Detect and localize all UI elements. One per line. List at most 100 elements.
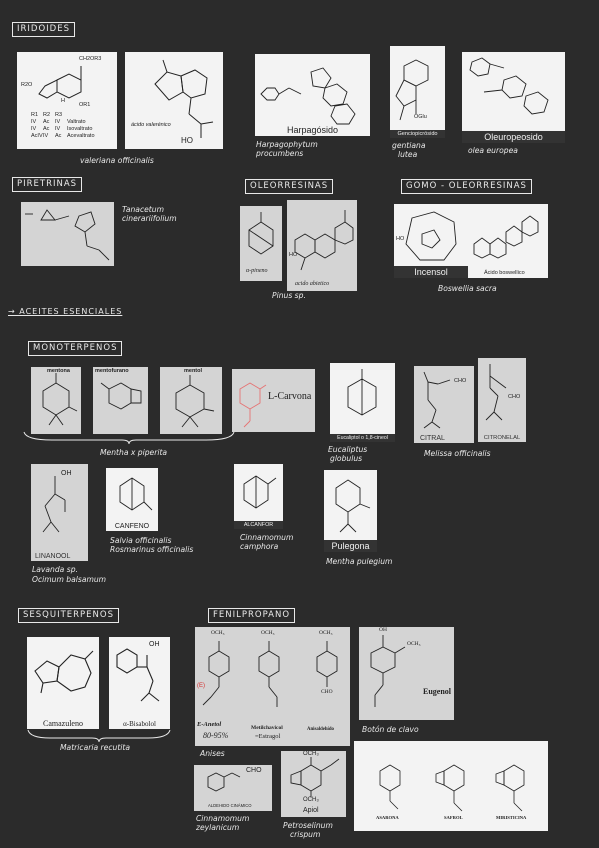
citral-cho-label: CHO — [454, 378, 467, 384]
header-monoterpenos: MONOTERPENOS — [28, 341, 123, 356]
alpha-pinene-drawing — [248, 212, 274, 255]
menthol-drawing — [175, 375, 215, 428]
caption-petroselinum-1: Petroselinum — [283, 821, 333, 830]
pulegone-card: Pulegona — [324, 470, 377, 552]
caption-cinn-zeylanicum-1: Cinnamomum — [196, 814, 250, 823]
abietic-acid-drawing — [294, 210, 354, 271]
camphene-name: CANFENO — [114, 523, 150, 530]
menthone-card: mentona — [31, 367, 81, 434]
valtrato-table-cell: Ac — [43, 119, 50, 125]
estragole-name: =Estragol — [255, 733, 281, 740]
eugenol-name: Eugenol — [423, 687, 452, 696]
valtrato-table-cell: Valtrato — [67, 119, 86, 125]
menthol-name: mentol — [184, 368, 203, 374]
oleuropein-name: Oleuropeosido — [462, 131, 565, 143]
bisabolol-name: α-Bisabolol — [123, 720, 156, 728]
oleuropein-drawing — [469, 57, 549, 115]
incensol-drawing — [405, 211, 457, 261]
eucalyptol-drawing — [347, 369, 377, 416]
ho-label: HO — [181, 136, 193, 145]
caption-boswellia: Boswellia sacra — [438, 284, 497, 293]
caption-pulegium: Mentha pulegium — [326, 557, 393, 566]
pyrethrin-drawing — [25, 209, 110, 261]
valtrato-table-cell: IV — [31, 119, 37, 125]
abietic-acid-card: HO acido abietico — [287, 200, 357, 291]
incensol-card: HO Incensol — [394, 204, 468, 278]
apiole-och3-bottom: OCH₃ — [303, 797, 319, 803]
e-isomer-marker: (E) — [197, 683, 205, 689]
anethole-percent: 80-95% — [203, 731, 229, 740]
apiole-och3-top: OCH₃ — [303, 751, 319, 757]
caption-cinnamomum-2: camphora — [240, 542, 279, 551]
carvone-drawing — [239, 382, 267, 428]
apiole-drawing — [290, 757, 340, 797]
valtrato-table-cell: IV — [31, 126, 37, 132]
eucalyptol-name: Eucaliptol o 1,8-cineol — [330, 434, 395, 442]
anisaldehyde-och3: OCH₃ — [319, 630, 333, 636]
cinnamaldehyde-cho: CHO — [246, 767, 262, 774]
caption-petroselinum-2: crispum — [290, 830, 321, 839]
valerenic-acid-drawing — [154, 59, 214, 138]
citronellal-drawing — [485, 364, 507, 421]
harpagoside-name: Harpagósido — [286, 125, 339, 135]
camphene-drawing — [119, 477, 153, 511]
abietic-acid-name: acido abietico — [295, 281, 330, 287]
pulegone-drawing — [335, 479, 371, 533]
caption-cinn-zeylanicum-2: zeylanicum — [196, 823, 240, 832]
oglu-label: OGlu — [414, 114, 427, 120]
caption-eucalipto-2: globulus — [330, 454, 363, 463]
boswellic-acid-name: Ácido boswellico — [484, 270, 525, 276]
header-aceites-esenciales: → ACEITES ESENCIALES — [8, 307, 123, 316]
caption-melisa: Melissa officinalis — [424, 449, 491, 458]
apiole-card: OCH₃ OCH₃ Apiol — [281, 751, 346, 817]
camphene-card: CANFENO — [106, 468, 158, 531]
methylchavicol-name: Metilchavicol — [251, 725, 283, 731]
citronellal-name: CITRONELAL — [483, 435, 521, 441]
incensol-name: Incensol — [394, 266, 468, 278]
valtrato-table-cell: R3 — [55, 112, 63, 118]
valtrato-table-cell: IV — [43, 133, 49, 139]
valtrato-table-cell: Isovaltrato — [67, 126, 93, 132]
anethole-name: E-Anetol — [197, 721, 222, 728]
valtrato-structure-drawing — [38, 66, 82, 99]
eugenol-och3: OCH₃ — [407, 641, 421, 647]
header-fenilpropano: FENILPROPANO — [208, 608, 296, 623]
ho-incensol-label: HO — [396, 236, 405, 242]
citronellal-cho-label: CHO — [508, 394, 521, 400]
carvone-name: L-Carvona — [268, 391, 312, 402]
header-iridoides: IRIDOIDES — [12, 22, 75, 37]
cinnamaldehyde-card: CHO ALDEHIDO CINÁMICO — [194, 765, 272, 811]
valtrato-table-cell: Ac — [55, 133, 62, 139]
header-gomo-oleorresinas: GOMO - OLEORRESINAS — [401, 179, 532, 194]
camphor-drawing — [243, 475, 277, 509]
linalool-drawing — [42, 476, 66, 533]
menthone-drawing — [42, 373, 78, 426]
camphor-card: ALCANFOR — [234, 464, 283, 529]
gentiopicroside-card: OGlu Genciopicrósido — [390, 46, 445, 138]
carvone-card: L-Carvona — [232, 369, 315, 432]
boswellic-acid-drawing — [473, 215, 539, 259]
menthofuran-name: mentofurano — [95, 368, 129, 374]
citronellal-card: CHO CITRONELAL — [478, 358, 526, 442]
apiole-name: Apiol — [303, 807, 319, 814]
valerenic-acid-label: ácido valerénico — [131, 122, 171, 128]
caption-tanacetum-1: Tanacetum — [122, 205, 164, 214]
caption-valeriana: valeriana officinalis — [80, 156, 154, 165]
menthofuran-drawing — [100, 382, 142, 410]
caption-tanacetum-2: cinerariifolium — [122, 214, 177, 223]
menthone-name: mentona — [47, 368, 70, 374]
anisaldehyde-name: Anisaldehído — [307, 727, 334, 732]
chamazulene-drawing — [34, 650, 94, 694]
eugenol-oh: OH — [379, 627, 387, 633]
caption-salvia-2: Rosmarinus officinalis — [110, 545, 194, 554]
caption-anises: Anises — [200, 749, 225, 758]
caption-harpago-1: Harpagophytum — [256, 140, 318, 149]
valerenic-acid-card: ácido valerénico HO — [125, 52, 223, 149]
citral-drawing — [423, 371, 451, 429]
header-oleorresinas: OLEORRESINAS — [245, 179, 334, 194]
harpagoside-drawing — [260, 67, 356, 125]
